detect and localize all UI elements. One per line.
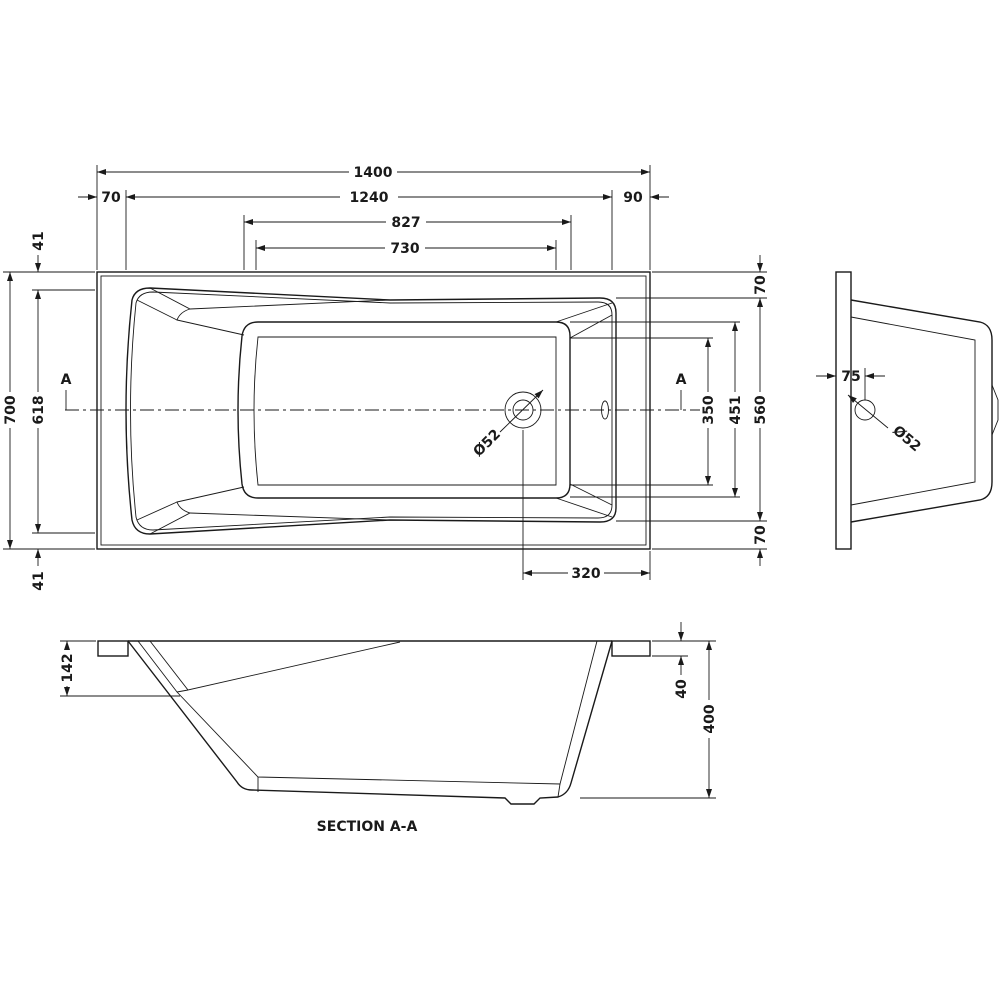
dim-rim-thickness: 40 [674,679,690,699]
section-view: 142 40 400 SECTION A-A [59,622,718,835]
basin-outline [125,287,617,535]
dim-waste-offset: 320 [571,566,600,582]
overflow-diameter-label: Ø52 [889,423,923,455]
dim-inner-length: 1240 [350,190,389,206]
end-view: 75 Ø52 [816,271,999,550]
section-mark-left: A [61,372,72,388]
dim-bottom-rim-right: 70 [753,525,769,545]
dim-618: 618 [31,395,47,424]
dim-overall-height: 400 [702,704,718,733]
dim-142: 142 [60,653,76,682]
dim-overall-width: 700 [3,395,19,424]
dim-350: 350 [701,395,717,424]
dim-left-rim: 70 [101,190,121,206]
dim-top-offset: 41 [31,231,47,250]
bath-inner-rim [100,275,647,546]
bath-outer-rim [96,271,651,550]
section-outline [127,640,613,805]
dim-right-rim: 90 [623,190,643,206]
dim-overflow-offset: 75 [841,369,860,385]
end-flange [835,271,852,550]
basin-floor [237,321,571,499]
dim-827: 827 [391,215,420,231]
dim-730: 730 [390,241,419,257]
dim-top-rim-right: 70 [753,275,769,295]
dim-451: 451 [728,395,744,424]
section-mark-right: A [676,372,687,388]
dim-overall-length: 1400 [354,165,393,181]
dim-560: 560 [753,395,769,424]
waste-diameter-label: Ø52 [470,426,504,460]
dim-bottom-offset: 41 [31,571,47,590]
top-view: A A Ø52 1400 70 1240 90 827 730 [2,164,769,591]
section-title: SECTION A-A [317,819,418,835]
